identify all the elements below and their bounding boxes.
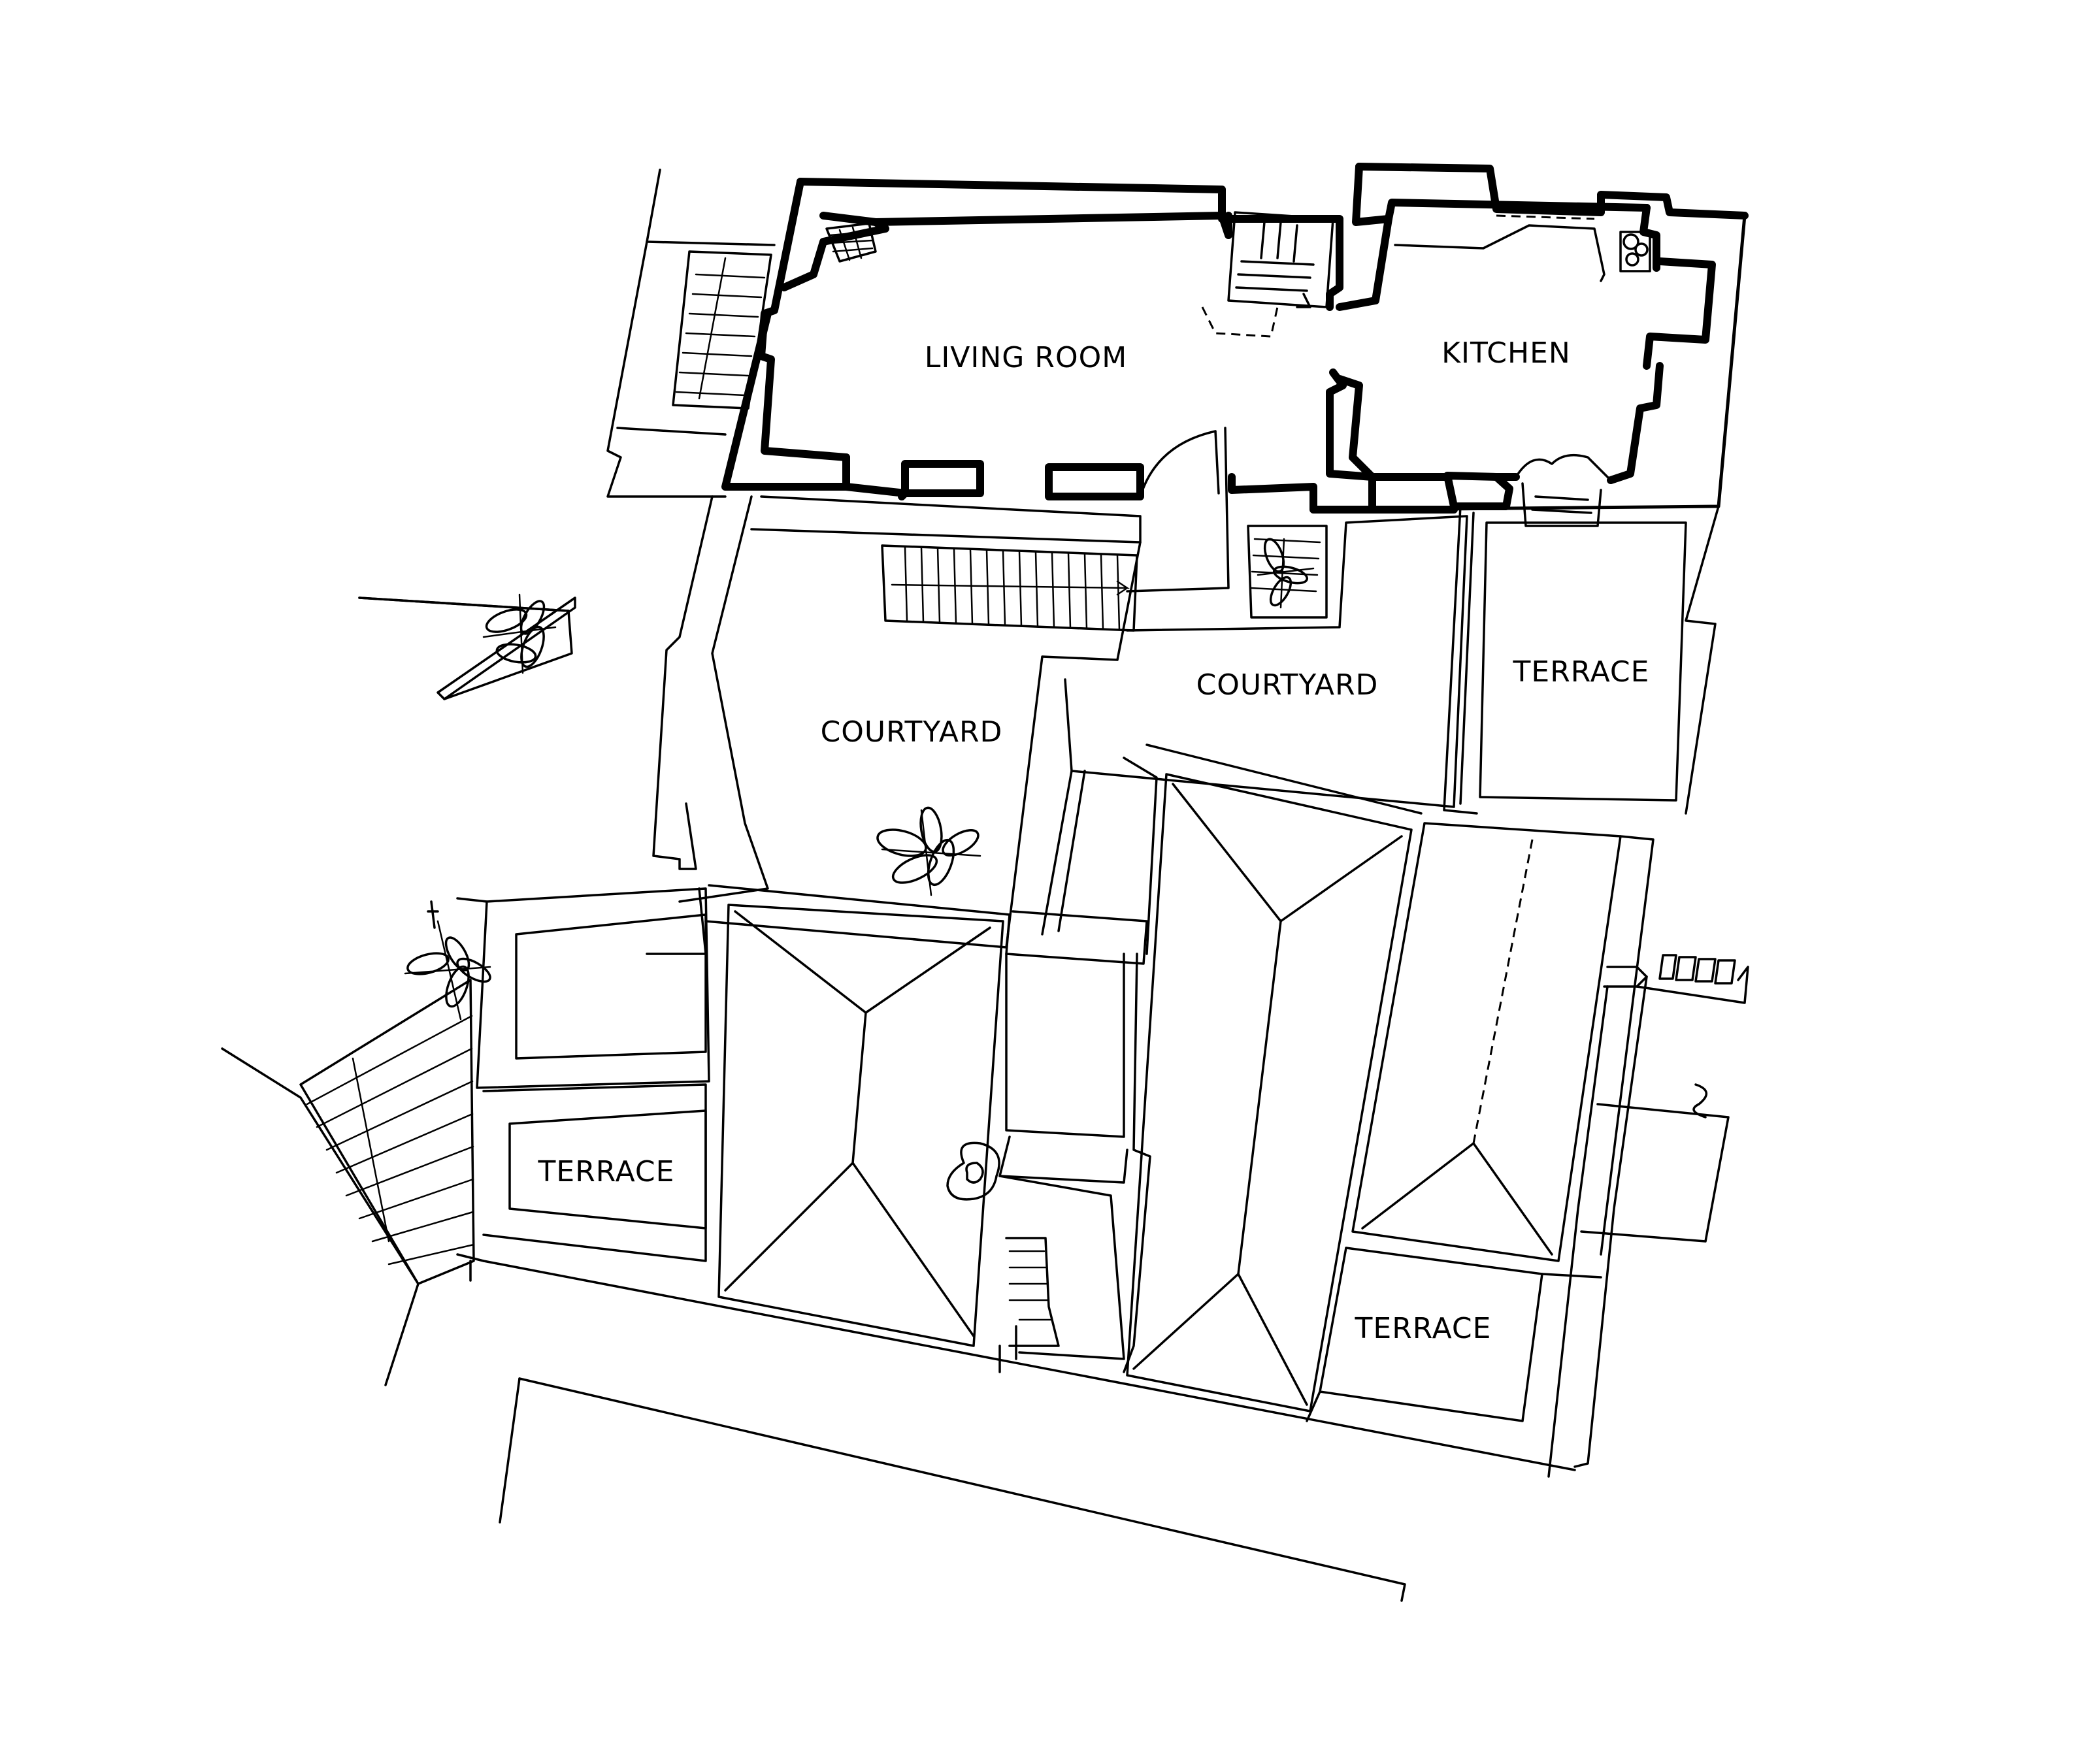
pond	[946, 1141, 1000, 1201]
north-west-stair	[606, 169, 776, 498]
roof-middle	[1126, 743, 1423, 1413]
kitchen-counter	[1394, 214, 1651, 282]
interior-stair	[1201, 211, 1334, 338]
west-outer-stair	[221, 897, 488, 1386]
south-boundary	[456, 1253, 1576, 1602]
east-boundary	[1370, 214, 1747, 815]
west-passage	[358, 495, 769, 903]
plant-west	[404, 900, 491, 1021]
kitchen-door	[1515, 453, 1612, 527]
courtyard-east-label: COURTYARD	[1196, 668, 1379, 702]
courtyard-west-area	[704, 495, 1142, 949]
terrace-west-label: TERRACE	[538, 1155, 675, 1188]
living-room-walls	[721, 178, 1376, 514]
middle-walls	[998, 757, 1158, 1373]
terrace-northeast-label: TERRACE	[1513, 655, 1650, 689]
northeast-terrace-area	[1479, 521, 1687, 802]
plant-stairwell	[1257, 538, 1315, 609]
roof-west	[708, 884, 1011, 1347]
courtyard-west-label: COURTYARD	[821, 715, 1003, 749]
terrace-south-label: TERRACE	[1355, 1312, 1492, 1345]
plant-courtyard	[876, 806, 981, 896]
kitchen-label: KITCHEN	[1441, 336, 1571, 370]
courtyard-east-area	[1064, 515, 1468, 808]
west-lower-block	[476, 887, 710, 1262]
living-room-label: LIVING ROOM	[925, 341, 1127, 374]
east-strip	[1547, 954, 1749, 1478]
living-room-door	[1126, 427, 1230, 593]
north-west-path	[358, 596, 573, 700]
fireplace	[825, 222, 877, 263]
plant-northwest	[482, 593, 557, 674]
courtyard-stair	[881, 544, 1138, 632]
roof-east	[1351, 822, 1655, 1262]
